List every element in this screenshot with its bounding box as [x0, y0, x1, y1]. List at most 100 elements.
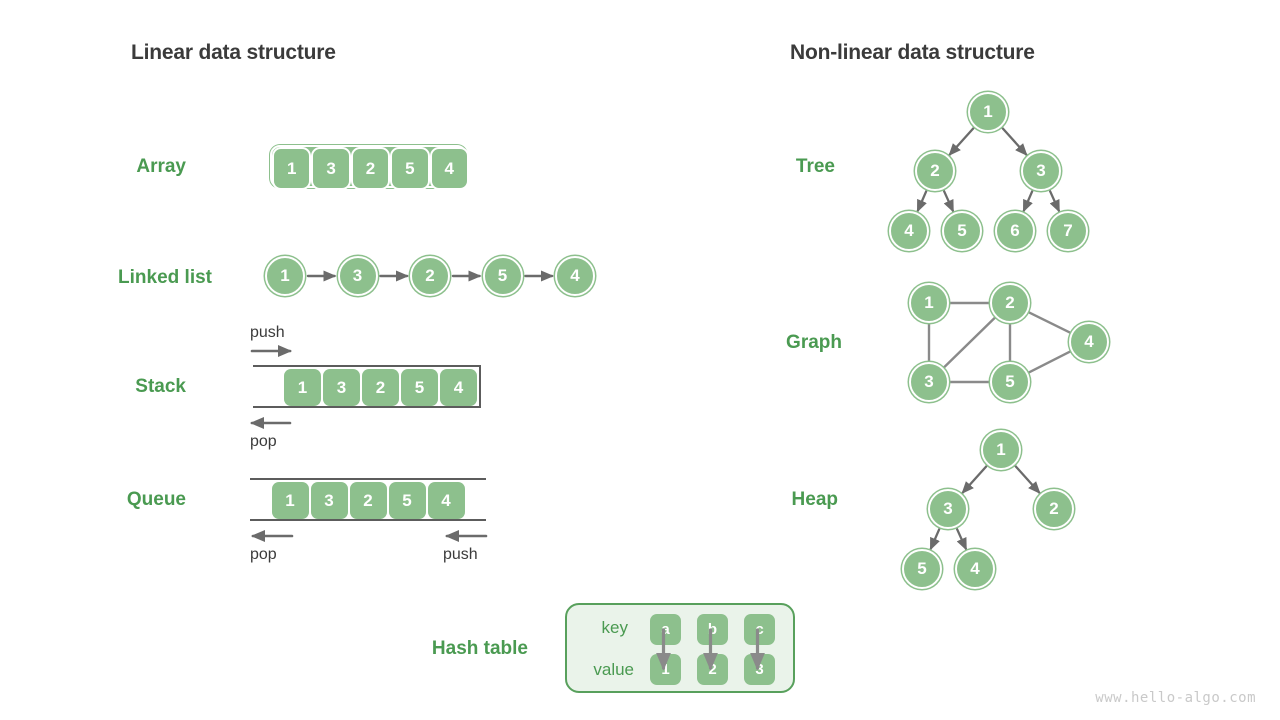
array-cell: 2 — [350, 147, 391, 190]
heap-node-value: 3 — [943, 499, 953, 518]
queue-push-label: push — [443, 546, 478, 563]
heap-node-value: 2 — [1049, 499, 1059, 518]
graph-node-value: 1 — [924, 293, 934, 312]
array-cell-value: 2 — [365, 158, 376, 178]
tree-node: 1 — [968, 92, 1008, 132]
graph-label: Graph — [786, 332, 842, 353]
queue-cell: 4 — [427, 482, 465, 519]
heap-node: 3 — [928, 489, 968, 529]
graph-node-value: 4 — [1084, 332, 1094, 351]
linked-list-node: 2 — [410, 256, 450, 296]
heap-node-value: 5 — [917, 559, 927, 578]
graph-node: 2 — [990, 283, 1030, 323]
array-cell: 5 — [390, 147, 430, 190]
tree-node: 4 — [889, 211, 929, 251]
stack-container: 1 3 2 5 4 — [253, 365, 481, 408]
linked-list-node: 1 — [265, 256, 305, 296]
stack-cell: 5 — [401, 369, 438, 406]
stack-cell: 3 — [323, 369, 360, 406]
linked-list-node: 4 — [555, 256, 595, 296]
queue-cell-value: 4 — [441, 490, 451, 510]
tree-node-value: 4 — [904, 221, 914, 240]
stack-cell-value: 3 — [336, 377, 347, 397]
tree-node: 7 — [1048, 211, 1088, 251]
queue-pop-label: pop — [250, 546, 277, 563]
array-label: Array — [136, 156, 186, 177]
array-cell: 4 — [429, 147, 469, 190]
heap-node-value: 4 — [970, 559, 980, 578]
tree-node-value: 2 — [930, 161, 940, 180]
queue-cell: 3 — [310, 482, 348, 519]
linked-list-node: 3 — [337, 256, 378, 296]
heap-node: 4 — [955, 549, 995, 589]
linked-list-node: 5 — [482, 256, 523, 296]
linked-list-node-value: 2 — [425, 266, 435, 285]
heap-node: 2 — [1034, 489, 1074, 529]
hash-key-cell-value: c — [755, 621, 764, 638]
heap-node-value: 1 — [996, 440, 1006, 459]
tree-node-value: 3 — [1036, 161, 1046, 180]
hash-value-cell: 3 — [744, 654, 775, 685]
tree-node-value: 5 — [957, 221, 967, 240]
queue-cell-value: 1 — [285, 490, 295, 510]
watermark: www.hello-algo.com — [1095, 690, 1256, 706]
linked-list-node-value: 4 — [570, 266, 580, 285]
array-cell: 3 — [311, 147, 351, 190]
graph-node: 5 — [990, 362, 1030, 402]
graph-node: 1 — [909, 283, 949, 323]
array-cell: 1 — [272, 147, 312, 190]
tree-node-value: 1 — [983, 102, 993, 121]
tree-node: 3 — [1021, 151, 1061, 191]
array-cell-value: 5 — [405, 158, 415, 178]
hash-value-row-label: value — [593, 660, 634, 679]
queue-cell: 1 — [271, 482, 309, 519]
queue-cell: 2 — [349, 482, 387, 519]
queue-cell-value: 5 — [402, 490, 412, 510]
hash-value-cell-value: 3 — [755, 661, 764, 678]
hash-value-cell-value: 1 — [661, 661, 670, 678]
tree-node: 6 — [995, 211, 1035, 251]
linked-list-node-value: 1 — [280, 266, 290, 285]
tree-node: 2 — [915, 151, 955, 191]
stack-pop-label: pop — [250, 433, 277, 450]
hash-key-cell: c — [744, 614, 775, 645]
stack-cell: 2 — [362, 369, 399, 406]
tree-node-value: 6 — [1010, 221, 1020, 240]
hash-key-cell: b — [697, 614, 728, 645]
stack-label: Stack — [135, 376, 186, 397]
stack-cell: 1 — [284, 369, 321, 406]
graph-node-value: 3 — [924, 372, 934, 391]
hash-value-cell: 1 — [650, 654, 681, 685]
hash-value-cell: 2 — [697, 654, 728, 685]
graph-node-value: 2 — [1005, 293, 1015, 312]
tree-node-value: 7 — [1063, 221, 1073, 240]
hash-key-cell-value: b — [707, 621, 718, 638]
heap-label: Heap — [791, 489, 838, 510]
stack-push-label: push — [250, 324, 285, 341]
stack-cell-value: 1 — [297, 377, 308, 397]
graph-node: 4 — [1069, 322, 1109, 362]
stack-cell-value: 5 — [414, 377, 425, 397]
linked-list-node-value: 5 — [497, 266, 508, 285]
stack-cell: 4 — [440, 369, 477, 406]
hash-value-cell-value: 2 — [708, 661, 717, 678]
nonlinear-section-title: Non-linear data structure — [790, 41, 1035, 64]
linked-list-node-value: 3 — [352, 266, 363, 285]
linked-list-label: Linked list — [118, 267, 212, 288]
tree-node: 5 — [942, 211, 982, 251]
array-cell-value: 1 — [286, 158, 297, 178]
linear-section-title: Linear data structure — [131, 41, 336, 64]
queue-cell: 5 — [388, 482, 426, 519]
hash-key-cell: a — [650, 614, 681, 645]
graph-node: 3 — [909, 362, 949, 402]
hash-key-cell-value: a — [661, 621, 670, 638]
hash-key-row-label: key — [601, 618, 628, 637]
queue-label: Queue — [126, 489, 186, 510]
stack-cell-value: 4 — [453, 377, 464, 397]
stack-cell-value: 2 — [375, 377, 386, 397]
heap-node: 5 — [902, 549, 942, 589]
array-cell-value: 3 — [326, 158, 336, 178]
